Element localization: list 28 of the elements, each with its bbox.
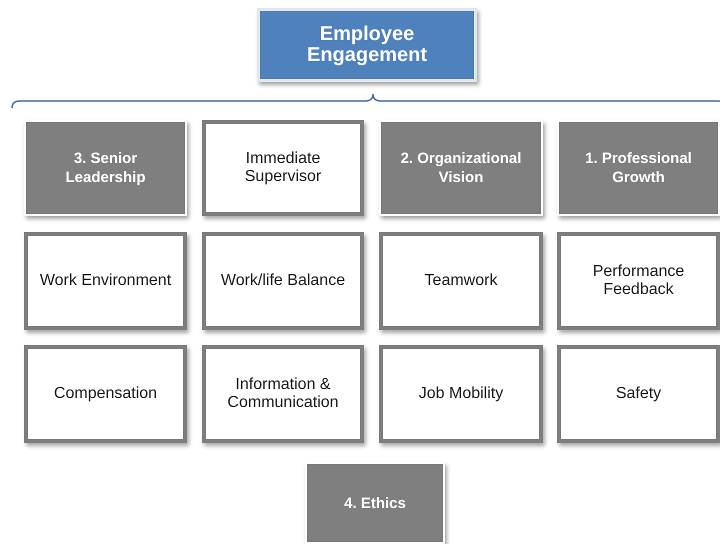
category-box (24, 120, 187, 216)
box-label: Teamwork (424, 272, 498, 290)
box-label: 4. Ethics (344, 494, 406, 512)
box-label: Performance Feedback (592, 263, 686, 299)
box-label: Job Mobility (418, 385, 504, 403)
box-label: 1. Professional Growth (584, 149, 693, 187)
factor-box (202, 345, 364, 443)
box-label: Work Environment (40, 272, 172, 290)
box-label: 2. Organizational Vision (400, 149, 522, 187)
category-box (379, 120, 543, 216)
category-box (305, 462, 445, 544)
box-label: Compensation (54, 385, 158, 403)
box-label: Work/life Balance (220, 272, 346, 290)
factor-box (24, 232, 187, 330)
category-box (557, 120, 720, 216)
title-box (257, 8, 477, 82)
factor-box (557, 232, 720, 330)
factor-box (557, 345, 720, 443)
box-label: 3. Senior Leadership (64, 149, 147, 187)
box-label: Employee Engagement (306, 24, 428, 66)
factor-box (379, 345, 543, 443)
factor-box (202, 232, 364, 330)
factor-box (202, 120, 364, 216)
box-label: Safety (616, 385, 662, 403)
factor-box (24, 345, 187, 443)
box-label: Information & Communication (226, 376, 340, 412)
box-label: Immediate Supervisor (244, 150, 322, 186)
factor-box (379, 232, 543, 330)
